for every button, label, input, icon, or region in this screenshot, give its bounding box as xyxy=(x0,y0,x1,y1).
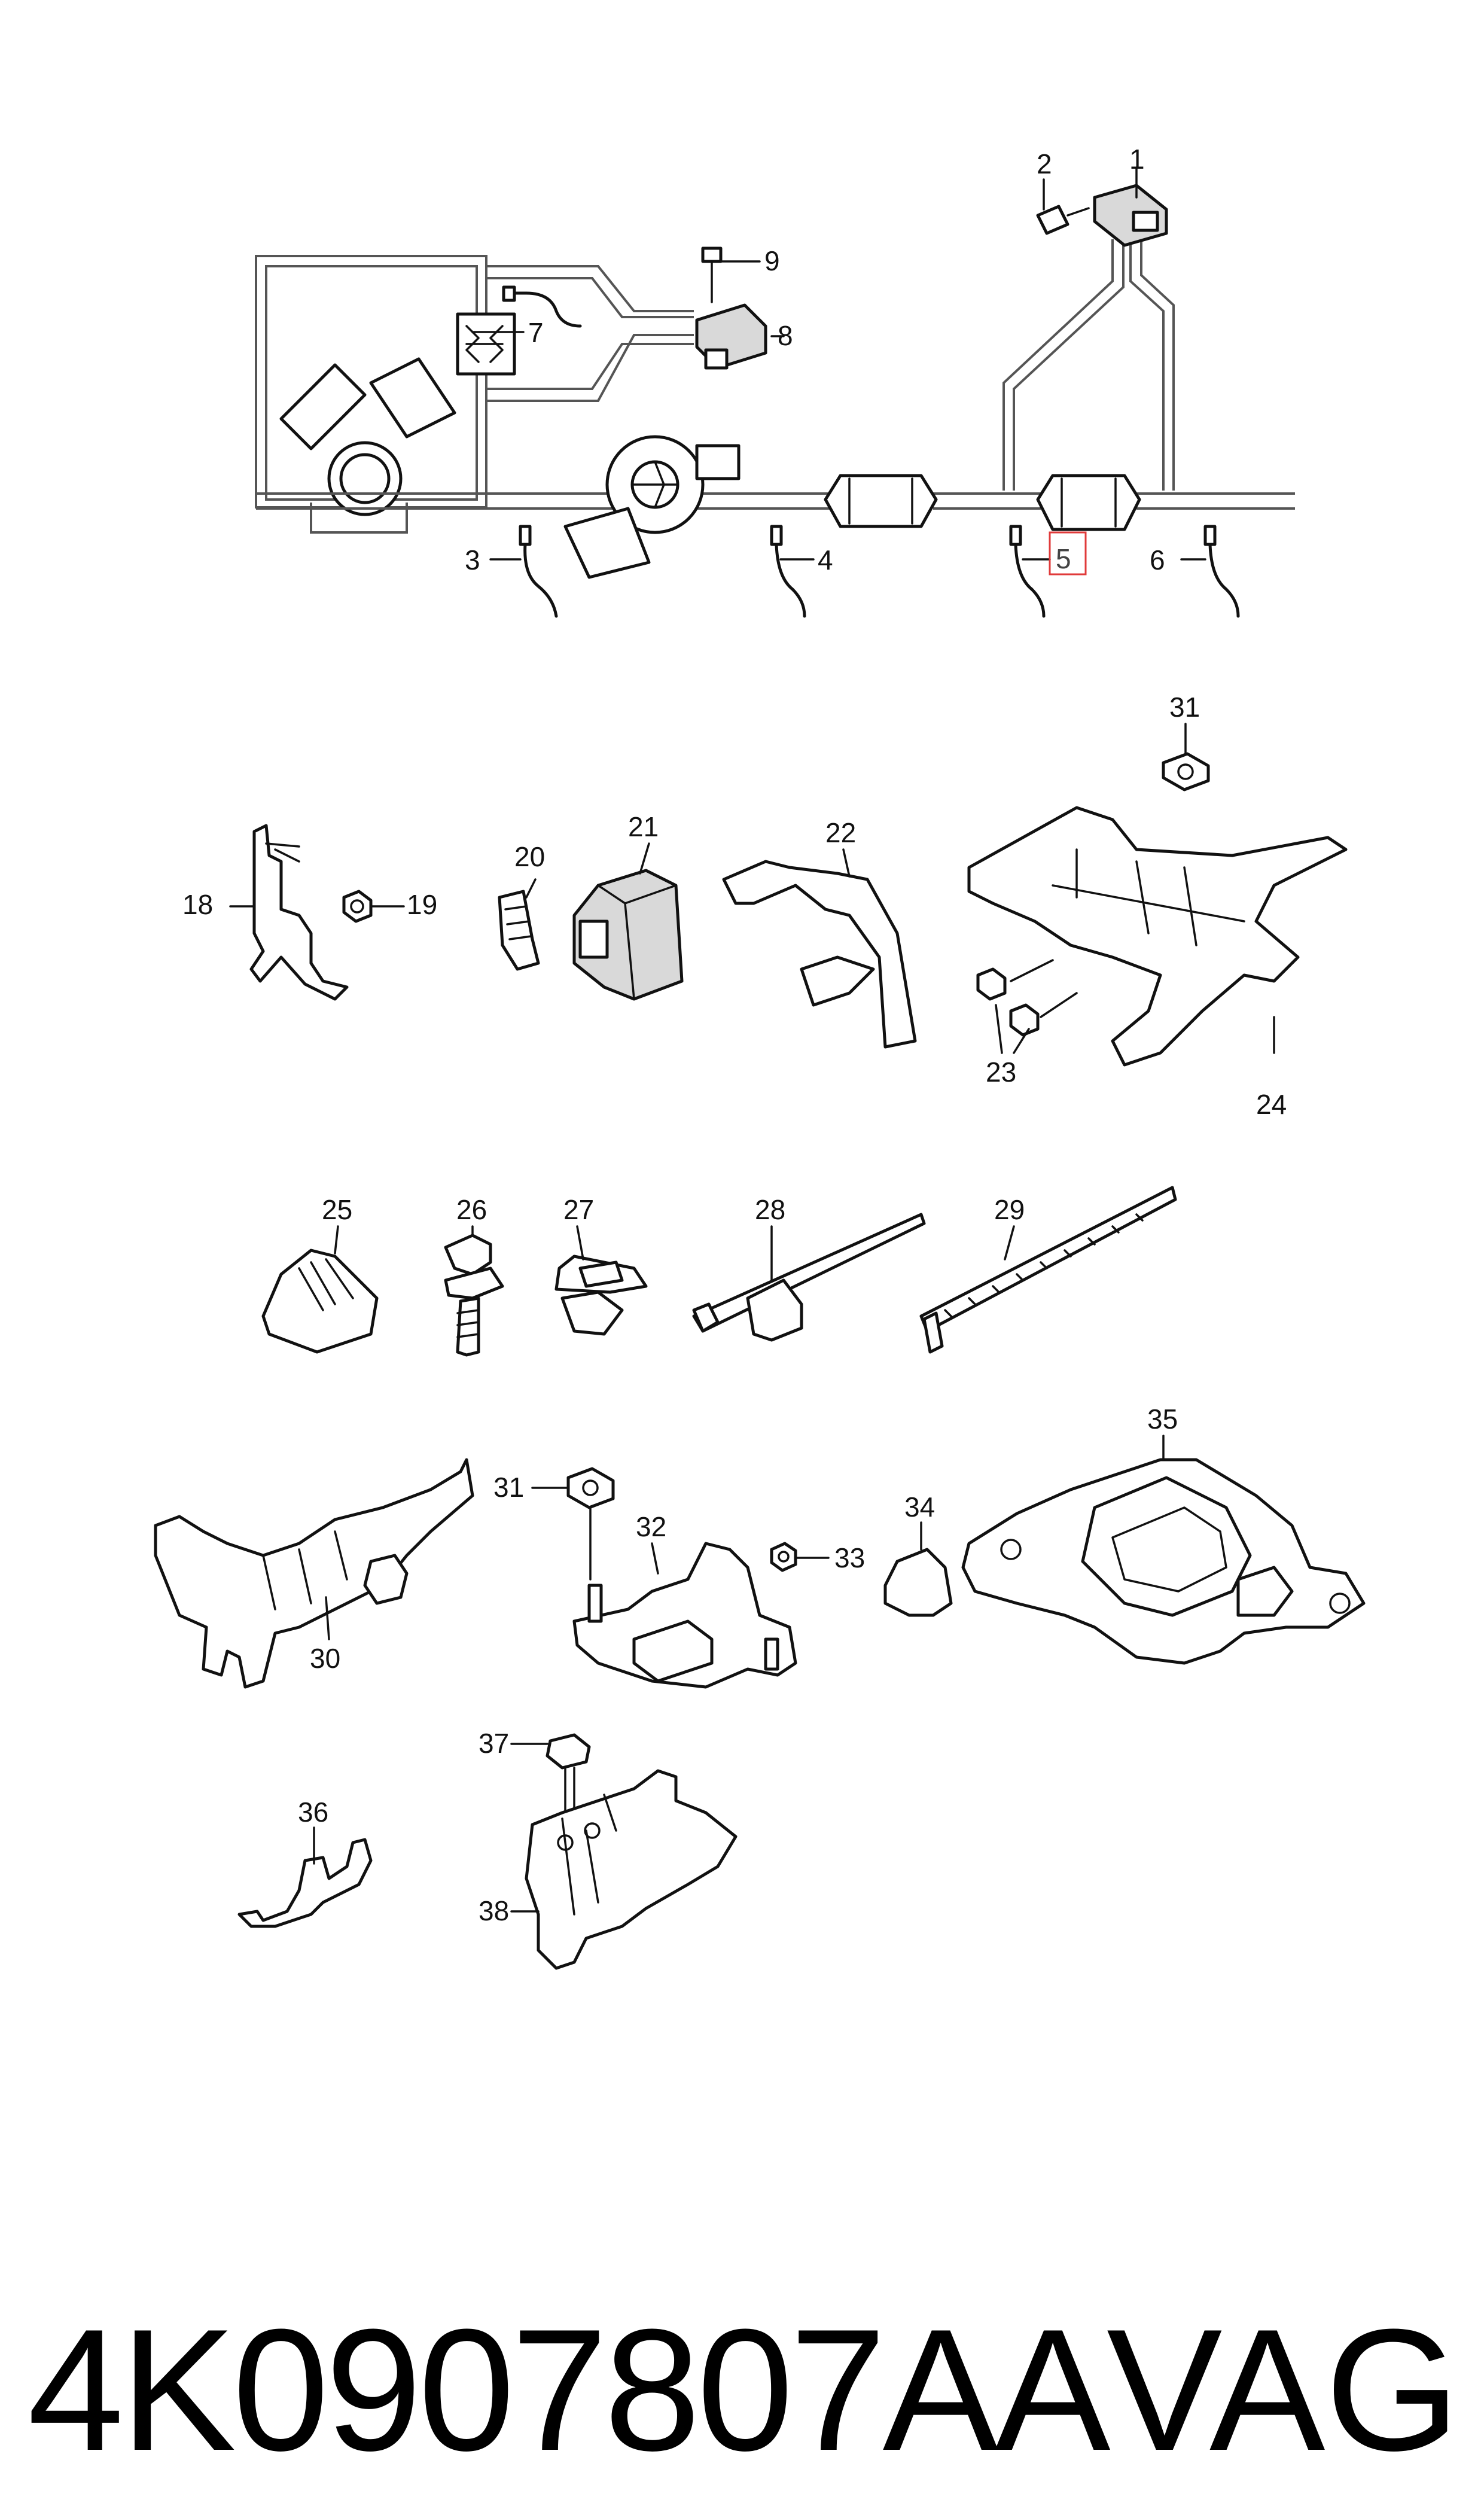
callout-32: 32 xyxy=(636,1511,666,1542)
callout-27: 27 xyxy=(563,1194,594,1225)
temp-sensor-5 xyxy=(1009,525,1046,618)
part-number: 4K0907807AA xyxy=(28,2293,1111,2487)
callout-37: 37 xyxy=(479,1728,509,1759)
callout-33: 33 xyxy=(834,1542,865,1573)
callout-35: 35 xyxy=(1147,1403,1178,1435)
callout-4: 4 xyxy=(818,544,833,576)
callout-9: 9 xyxy=(764,245,780,276)
callout-3: 3 xyxy=(465,544,480,576)
callout-31b: 31 xyxy=(493,1472,524,1503)
callout-24: 24 xyxy=(1256,1089,1287,1120)
callout-25: 25 xyxy=(322,1194,352,1225)
callout-26: 26 xyxy=(456,1194,487,1225)
lower-bracket-group xyxy=(237,1733,738,1970)
parts-diagram: 1 2 3 4 5 6 7 8 9 18 19 20 21 22 23 24 2… xyxy=(154,144,1366,1970)
callout-labels: 1 2 3 4 5 6 7 8 9 18 19 20 21 22 23 24 2… xyxy=(182,144,1287,1926)
callout-2: 2 xyxy=(1037,148,1052,179)
callout-21: 21 xyxy=(628,811,659,842)
callout-5: 5 xyxy=(1056,543,1071,574)
callout-8: 8 xyxy=(778,320,793,351)
callout-18: 18 xyxy=(182,889,213,920)
callout-23: 23 xyxy=(986,1056,1016,1088)
callout-19: 19 xyxy=(407,889,437,920)
callout-30: 30 xyxy=(310,1643,340,1674)
exhaust-system-schematic xyxy=(255,166,1295,618)
callout-29: 29 xyxy=(994,1194,1025,1225)
clip-and-tie-group xyxy=(261,1186,1177,1357)
temp-sensor-6 xyxy=(1203,525,1240,618)
brand-name: VAG xyxy=(1107,2293,1460,2487)
callout-36: 36 xyxy=(298,1797,328,1828)
callout-28: 28 xyxy=(755,1194,785,1225)
callout-1: 1 xyxy=(1129,144,1145,175)
sensor-bracket-group xyxy=(154,1435,1366,1689)
callout-38: 38 xyxy=(479,1895,509,1926)
temp-sensor-4 xyxy=(770,525,806,618)
callout-6: 6 xyxy=(1150,544,1165,576)
callout-20: 20 xyxy=(514,841,545,872)
callout-34: 34 xyxy=(904,1491,935,1523)
callout-31a: 31 xyxy=(1169,692,1200,723)
callout-7: 7 xyxy=(528,317,544,348)
callout-22: 22 xyxy=(825,817,856,848)
highlight-box-5 xyxy=(1049,531,1087,576)
temp-sensor-3 xyxy=(519,525,558,618)
bracket-group xyxy=(229,723,1348,1067)
